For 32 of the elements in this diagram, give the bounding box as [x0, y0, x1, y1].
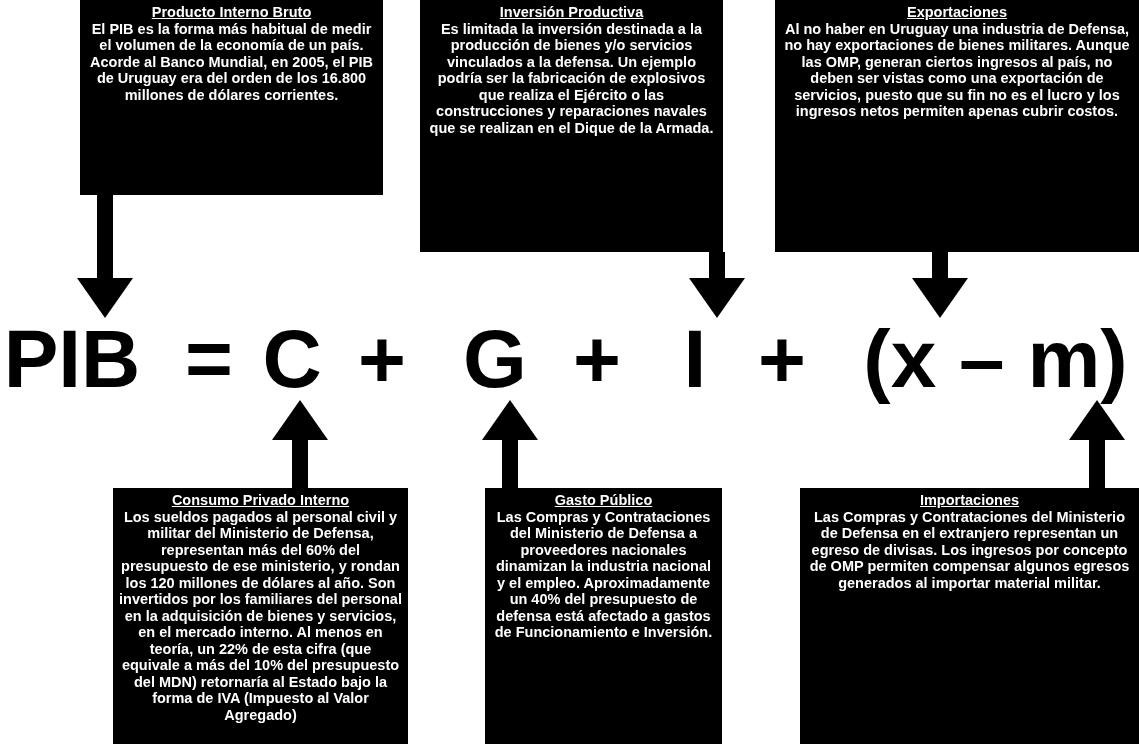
- text-box: [420, 0, 723, 252]
- box-heading: Gasto Público: [553, 492, 654, 509]
- box-description: El PIB es la forma más habitual de medir el volumen de la economía de un país. Acorde al Banco Mundial, en 2005, el PIB de Uruguay era del orden de los 16.800 millones de dólares corrientes.: [89, 20, 374, 103]
- arrow: [912, 252, 968, 318]
- text-box: [775, 0, 1139, 252]
- formula-term: PIB: [2, 318, 142, 400]
- formula-term: I: [665, 318, 725, 400]
- text-box: [113, 488, 408, 744]
- formula-operator: =: [185, 318, 233, 400]
- box-heading: Importaciones: [918, 492, 1021, 509]
- formula-operator: +: [758, 318, 806, 400]
- box-description: Es limitada la inversión destinada a la producción de bienes y/o servicios vinculados a la defensa. Un ejemplo podría ser la fabricación de explosivos que realiza el Ejército o las construcciones y reparaciones navales que se realizan en el Dique de la Armada.: [428, 20, 715, 136]
- arrow: [689, 252, 745, 318]
- text-box: [485, 488, 722, 744]
- box-heading: Producto Interno Bruto: [150, 4, 313, 21]
- formula-term: C: [262, 318, 322, 400]
- box-description: Las Compras y Contrataciones del Ministerio de Defensa a proveedores nacionales dinamizan la industria nacional y el empleo. Aproximadamente un 40% del presupuesto de defensa está afectado a gastos de Funcionamiento e Inversión.: [493, 508, 714, 641]
- arrow: [482, 400, 538, 488]
- box-heading: Exportaciones: [906, 4, 1008, 21]
- arrow: [272, 400, 328, 488]
- box-description: Las Compras y Contrataciones del Ministerio de Defensa en el extranjero representan un egreso de divisas. Los ingresos por concepto de OMP permiten compensar algunos egresos generados al importar material militar.: [808, 508, 1131, 591]
- text-box: [80, 0, 383, 195]
- formula-operator: +: [358, 318, 406, 400]
- box-description: Los sueldos pagados al personal civil y militar del Ministerio de Defensa, representan más del 60% del presupuesto de ese ministerio, y rondan los 120 millones de dólares al año. Son invertidos por los familiares del personal en la adquisición de bienes y servicios, en el mercado interno. Al menos en teoría, un 22% de esta cifra (que equivale a más del 10% del presupuesto del MDN) retornaría al Estado bajo la forma de IVA (Impuesto al Valor Agregado): [119, 508, 402, 723]
- arrow: [77, 195, 133, 318]
- box-description: Al no haber en Uruguay una industria de Defensa, no hay exportaciones de bienes militares. Aunque las OMP, generan ciertos ingresos al país, no deben ser vistas como una exportación de servicios, puesto que su fin no es el lucro y los ingresos netos permiten apenas cubrir costos.: [783, 20, 1131, 120]
- formula-term: G: [455, 318, 535, 400]
- arrow: [1069, 400, 1125, 488]
- box-heading: Consumo Privado Interno: [170, 492, 351, 509]
- formula-operator: +: [573, 318, 621, 400]
- text-box: [800, 488, 1139, 744]
- box-heading: Inversión Productiva: [498, 4, 645, 21]
